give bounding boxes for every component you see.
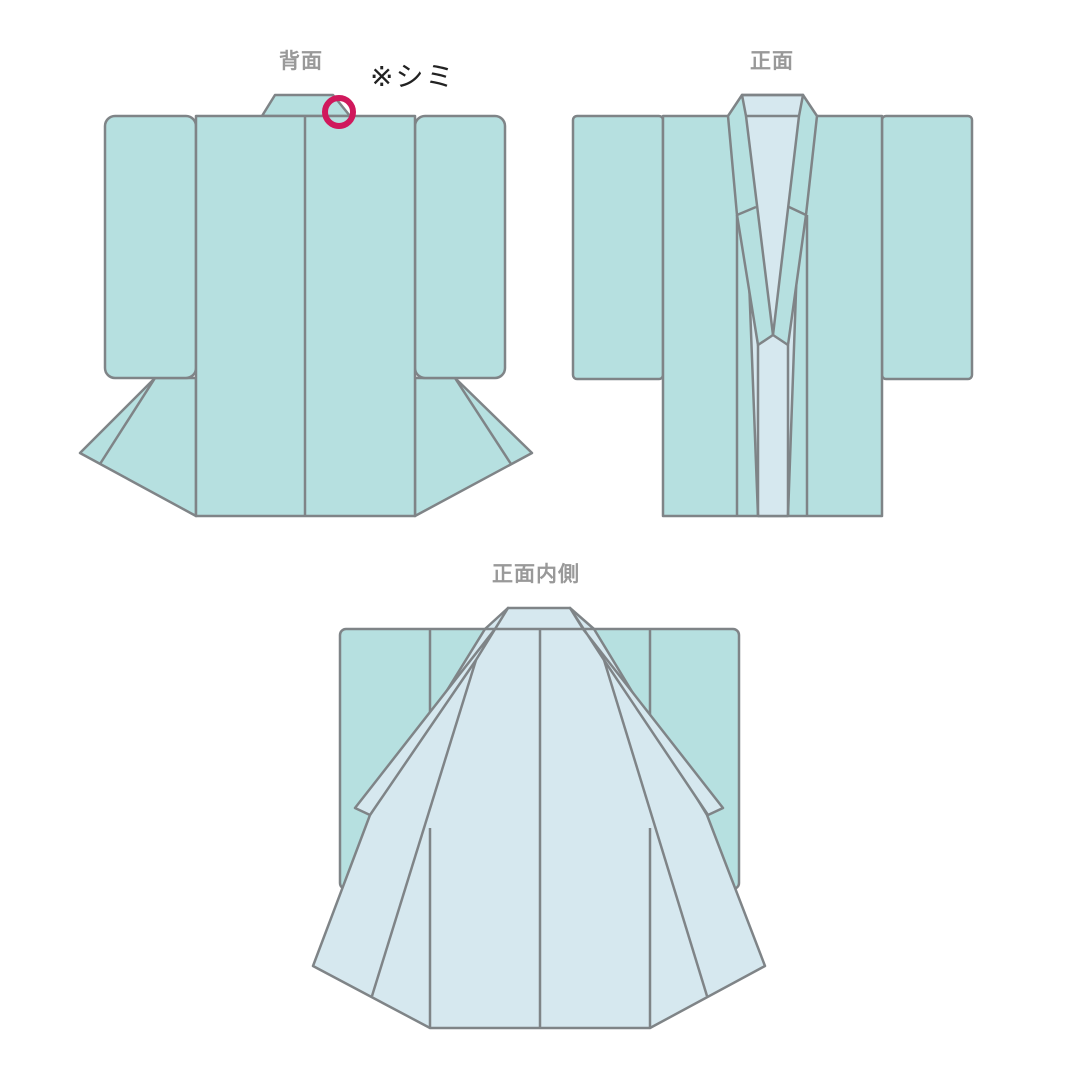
back-right-gusset	[413, 376, 534, 518]
inside-view-label: 正面内側	[492, 562, 580, 586]
inside-view	[311, 606, 767, 1030]
stain-marker	[322, 95, 356, 129]
back-left-sleeve	[103, 114, 198, 380]
front-view	[571, 93, 974, 518]
back-left-gusset	[78, 376, 198, 518]
inside-left-collar	[353, 606, 510, 817]
stain-note: ※シミ	[370, 60, 456, 93]
back-view-label: 背面	[279, 49, 323, 73]
front-left-sleeve	[571, 114, 665, 381]
front-right-sleeve	[880, 114, 974, 381]
back-right-sleeve	[413, 114, 507, 380]
front-view-label: 正面	[750, 49, 794, 73]
inside-right-collar	[568, 606, 725, 817]
back-view	[78, 93, 534, 518]
